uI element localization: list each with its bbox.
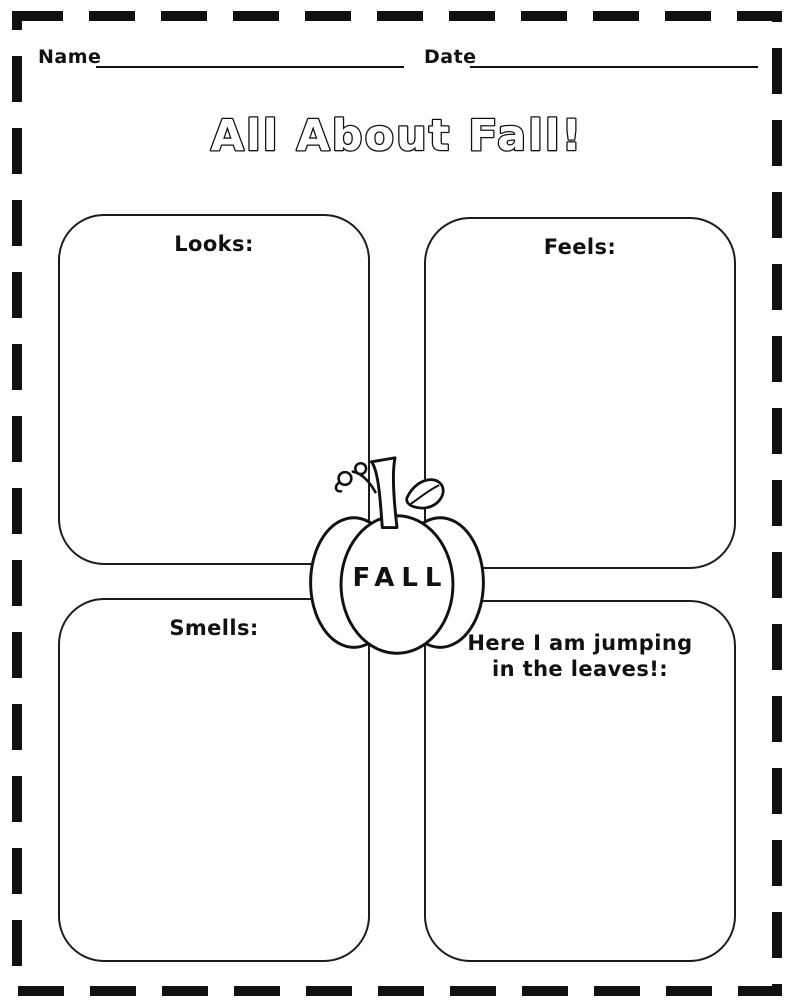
title-graphic: All About Fall! — [209, 110, 583, 163]
name-label: Name — [38, 46, 102, 68]
date-label: Date — [424, 46, 477, 68]
date-input-line[interactable] — [470, 66, 758, 68]
leaf-icon — [405, 478, 445, 510]
pumpkin-graphic: FALL — [289, 449, 505, 667]
looks-label: Looks: — [174, 232, 254, 256]
name-input-line[interactable] — [96, 66, 404, 68]
feels-label: Feels: — [543, 235, 617, 259]
fall-label: FALL — [352, 563, 449, 593]
page-title: All About Fall! — [211, 111, 583, 161]
vine-curl-icon — [334, 461, 377, 494]
